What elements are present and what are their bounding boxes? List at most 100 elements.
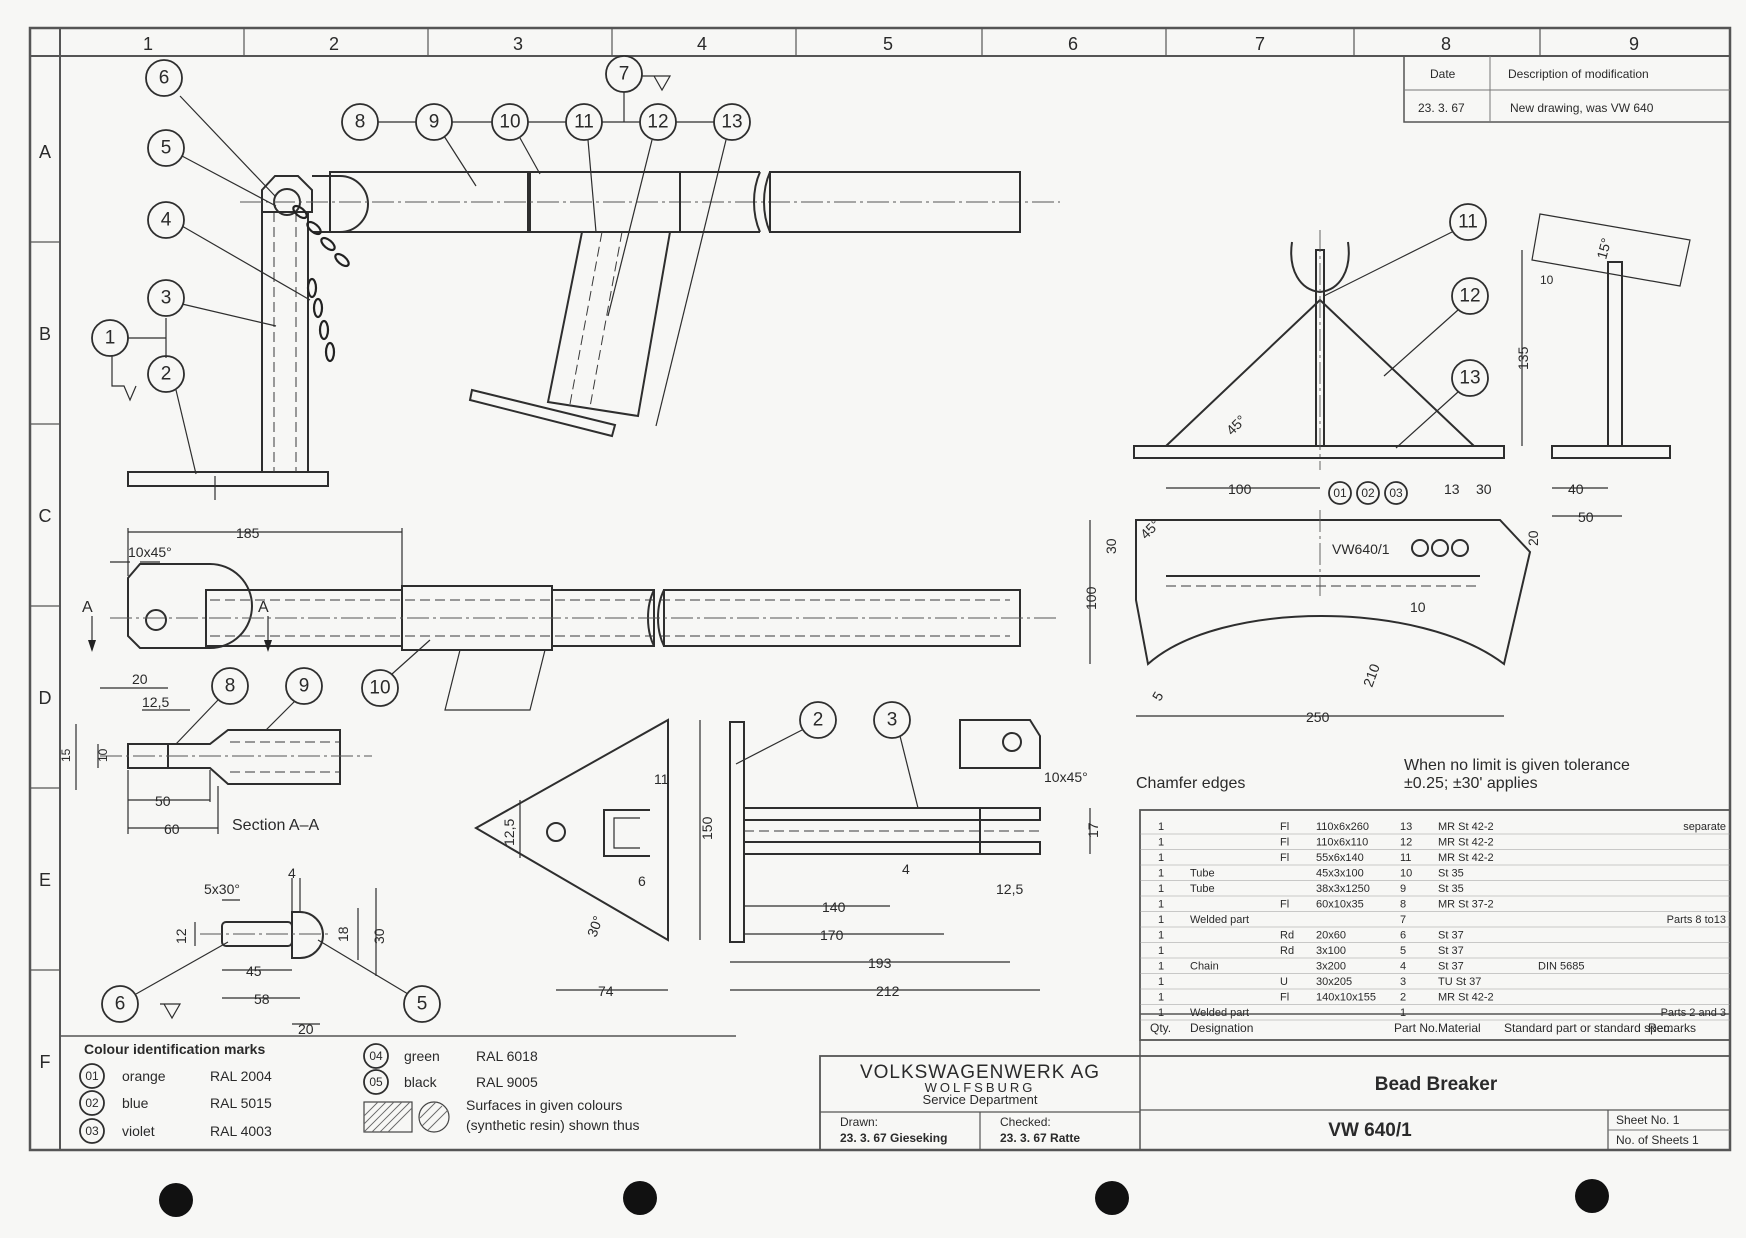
col-5: 5 [883, 34, 893, 54]
balloon-8-section: 8 [175, 667, 249, 745]
parts-cell-qty: 1 [1158, 930, 1164, 942]
sheet-no: Sheet No. 1 [1616, 1113, 1680, 1127]
drawing-title: Bead Breaker [1375, 1074, 1498, 1095]
parts-cell-type: Rd [1280, 930, 1294, 942]
parts-cell-dims: 110x6x260 [1316, 821, 1369, 833]
dim-210: 210 [1360, 661, 1383, 689]
svg-text:3: 3 [887, 710, 898, 731]
svg-text:10: 10 [369, 678, 390, 699]
hatched-circle [418, 1101, 450, 1133]
parts-cell-material: St 37 [1438, 961, 1464, 973]
dim-18-pin: 18 [335, 926, 351, 942]
column-dividers [243, 28, 1541, 56]
parts-cell-part-no: 6 [1400, 930, 1406, 942]
svg-text:10: 10 [499, 112, 520, 133]
parts-cell-type: Fl [1280, 837, 1289, 849]
part-balloons: 6 5 4 3 2 1 [91, 55, 1489, 1023]
dim-20-pin: 20 [298, 1021, 314, 1037]
svg-text:2: 2 [813, 710, 824, 731]
parts-cell-qty: 1 [1158, 852, 1164, 864]
parts-cell-dims: 110x6x110 [1316, 837, 1368, 849]
parts-cell-qty: 1 [1158, 945, 1164, 957]
balloon-1: 1 [91, 318, 167, 402]
row-labels: A B C D E F [39, 142, 52, 1072]
parts-cell-part-no: 7 [1400, 914, 1406, 926]
parts-cell-qty: 1 [1158, 961, 1164, 973]
parts-cell-qty: 1 [1158, 821, 1164, 833]
parts-cell-dims: 60x10x35 [1316, 899, 1364, 911]
parts-cell-remarks: Parts 2 and 3 [1661, 1007, 1726, 1019]
colour-code-04: 04 [369, 1049, 383, 1063]
row-e: E [39, 870, 51, 890]
parts-cell-part-no: 2 [1400, 992, 1406, 1004]
svg-text:13: 13 [721, 112, 742, 133]
revision-date: 23. 3. 67 [1418, 101, 1465, 115]
svg-text:8: 8 [355, 112, 366, 133]
dim-12-5-section: 12,5 [142, 694, 169, 710]
no-of-sheets: No. of Sheets 1 [1616, 1133, 1699, 1147]
colour-marks: Colour identification marks 01 orange RA… [60, 1035, 736, 1144]
dim-74-plate: 74 [598, 983, 614, 999]
chamfer-note: Chamfer edges [1136, 775, 1245, 792]
dim-50-section: 50 [155, 793, 171, 809]
dim-10x45-channel: 10x45° [1044, 769, 1088, 785]
balloon-6-top: 6 [145, 59, 276, 197]
svg-text:11: 11 [1458, 212, 1478, 233]
company-city: WOLFSBURG [925, 1080, 1036, 1095]
svg-text:13: 13 [1459, 368, 1480, 389]
checked-label: Checked: [1000, 1115, 1051, 1129]
header-part-no: Part No. [1394, 1021, 1438, 1035]
parts-cell-dims: 3x200 [1316, 961, 1346, 973]
company-department: Service Department [923, 1092, 1038, 1107]
svg-text:5: 5 [417, 994, 428, 1015]
row-b: B [39, 324, 51, 344]
dim-60-section: 60 [164, 821, 180, 837]
parts-cell-designation: Welded part [1190, 914, 1249, 926]
plan-view: A A 185 10x45° [82, 525, 1060, 711]
dim-13: 13 [1444, 481, 1460, 497]
assembly-side-view [127, 171, 1060, 500]
parts-cell-type: Fl [1280, 992, 1289, 1004]
svg-text:6: 6 [159, 68, 170, 89]
balloon-3-top: 3 [147, 279, 277, 327]
col-8: 8 [1441, 34, 1451, 54]
section-aa: 50 60 Section A–A 20 12,5 15 10 [59, 671, 372, 837]
balloon-13-top: 13 [655, 103, 751, 427]
parts-cell-dims: 55x6x140 [1316, 852, 1364, 864]
dim-30-plate13: 30 [1103, 538, 1119, 554]
parts-cell-material: MR St 42-2 [1438, 852, 1494, 864]
parts-cell-dims: 140x10x155 [1316, 992, 1376, 1004]
dim-10-side: 10 [1540, 273, 1554, 287]
dim-100-front: 100 [1228, 481, 1252, 497]
parts-cell-part-no: 9 [1400, 883, 1406, 895]
balloon-6-pin: 6 [101, 941, 229, 1023]
parts-cell-material: St 35 [1438, 868, 1464, 880]
parts-cell-dims: 3x100 [1316, 945, 1346, 957]
row-f: F [40, 1052, 51, 1072]
colour-code-01: 01 [85, 1069, 99, 1083]
dim-30-pin: 30 [371, 928, 387, 944]
surface-note-line1: Surfaces in given colours [466, 1097, 622, 1113]
plate-13-view: VW640/1 01 02 03 100 30 45° 20 10 210 5 … [1083, 481, 1541, 725]
parts-cell-material: TU St 37 [1438, 976, 1481, 988]
parts-cell-designation: Tube [1190, 868, 1215, 880]
dim-10x45-plan: 10x45° [128, 544, 172, 560]
parts-cell-part-no: 11 [1400, 852, 1411, 864]
parts-cell-qty: 1 [1158, 976, 1164, 988]
balloon-7: 7 [605, 55, 672, 122]
row-a: A [39, 142, 51, 162]
side-view-right: 135 15° 10 40 50 [1515, 213, 1691, 525]
parts-cell-type: Fl [1280, 899, 1289, 911]
svg-text:4: 4 [161, 210, 172, 231]
dim-185: 185 [236, 525, 260, 541]
dim-193: 193 [868, 955, 892, 971]
row-c: C [39, 506, 52, 526]
col-4: 4 [697, 34, 707, 54]
binder-holes [159, 1179, 1609, 1217]
colour-ral-5015: RAL 5015 [210, 1095, 272, 1111]
colour-mark-01: 01 [1333, 486, 1347, 500]
